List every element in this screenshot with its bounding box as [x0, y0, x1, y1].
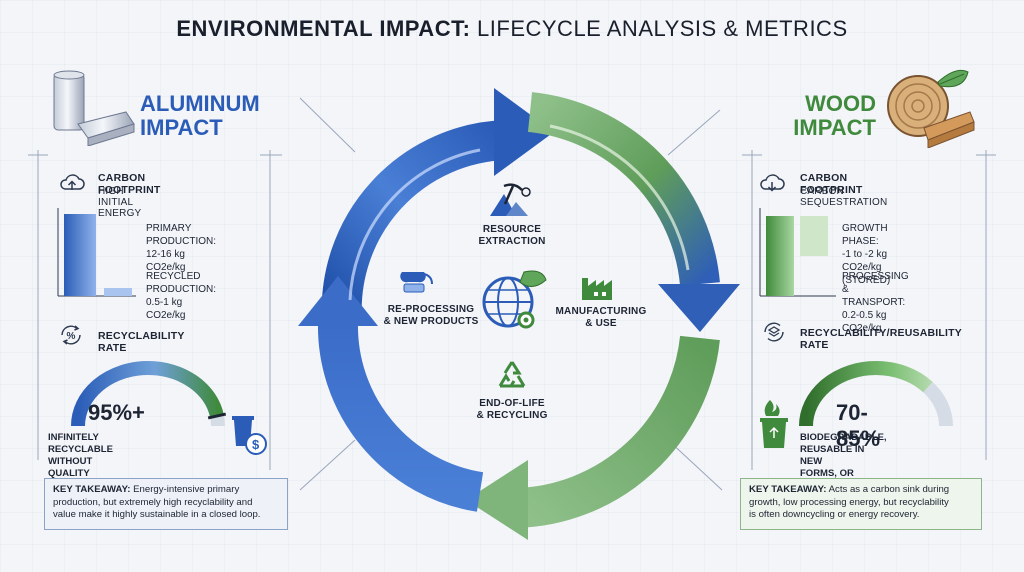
arrow-to-reprocessing [298, 276, 484, 512]
percent-recycle-icon: % [61, 325, 81, 345]
wood-log-icon [887, 69, 975, 148]
wood-recyclability-title: RECYCLABILITY/REUSABILITY RATE [800, 327, 962, 351]
lifecycle-cycle [298, 88, 740, 540]
globe-leaf-gear-icon [482, 270, 547, 329]
recycled-production-label: RECYCLED PRODUCTION: 0.5-1 kg CO2e/kg [146, 271, 216, 321]
layers-recycle-icon [764, 322, 784, 342]
primary-production-bar [64, 214, 96, 296]
primary-production-label: PRIMARY PRODUCTION: 12-16 kg CO2e/kg [146, 223, 216, 273]
wood-gauge [799, 361, 953, 427]
aluminum-gauge [71, 361, 227, 427]
stage-manufacturing-use: MANUFACTURING & USE [555, 306, 647, 329]
wood-carbon-bars [759, 208, 836, 297]
recycle-icon [498, 361, 526, 388]
growth-phase-label: GROWTH PHASE: -1 to -2 kg CO2e/kg (STORE… [842, 223, 891, 286]
wood-rate: 70-85% [836, 400, 881, 451]
recycled-production-bar [104, 288, 132, 296]
svg-text:$: $ [252, 437, 260, 452]
growth-phase-bar [766, 216, 794, 296]
aluminum-rate: 95%+ [88, 400, 145, 425]
svg-text:%: % [67, 331, 76, 342]
stage-end-of-life: END-OF-LIFE & RECYCLING [476, 398, 548, 421]
stage-resource-extraction: RESOURCE EXTRACTION [478, 224, 546, 247]
wood-carbon-sub: CARBON SEQUESTRATION [800, 186, 888, 208]
aluminum-carbon-title: CARBON FOOTPRINT [98, 172, 161, 196]
page-title: ENVIRONMENTAL IMPACT: LIFECYCLE ANALYSIS… [176, 16, 848, 41]
processing-transport-label: PROCESSING & TRANSPORT: 0.2-0.5 kg CO2e/… [842, 271, 909, 334]
aluminum-key-takeaway: KEY TAKEAWAY: Energy-intensive primary p… [44, 478, 288, 530]
stage-reprocessing: RE-PROCESSING & NEW PRODUCTS [383, 304, 479, 327]
pickaxe-mountain-icon [490, 183, 531, 216]
aluminum-carbon-bars [57, 208, 136, 297]
aluminum-carbon-sub: HIGH INITIAL ENERGY [98, 186, 142, 219]
aluminum-can-icon [53, 70, 135, 146]
wood-key-takeaway: KEY TAKEAWAY: Acts as a carbon sink duri… [740, 478, 982, 530]
arrow-to-end-of-life [466, 335, 720, 540]
arrow-to-manufacturing [527, 92, 740, 332]
wood-carbon-title: CARBON FOOTPRINT [800, 172, 863, 196]
cloud-upload-icon [760, 174, 785, 192]
processing-transport-bar [800, 216, 828, 256]
ladle-pour-icon [400, 272, 433, 293]
trash-dollar-icon: $ [232, 416, 267, 455]
recycle-bin-fire-icon [760, 400, 788, 448]
aluminum-heading: ALUMINUM IMPACT [140, 91, 260, 140]
wood-heading: WOOD IMPACT [793, 91, 876, 140]
arrow-to-resource-extraction [321, 88, 554, 322]
cloud-upload-icon [60, 174, 85, 190]
factory-icon [582, 278, 612, 300]
aluminum-recyclability-title: RECYCLABILITY RATE [98, 330, 185, 354]
